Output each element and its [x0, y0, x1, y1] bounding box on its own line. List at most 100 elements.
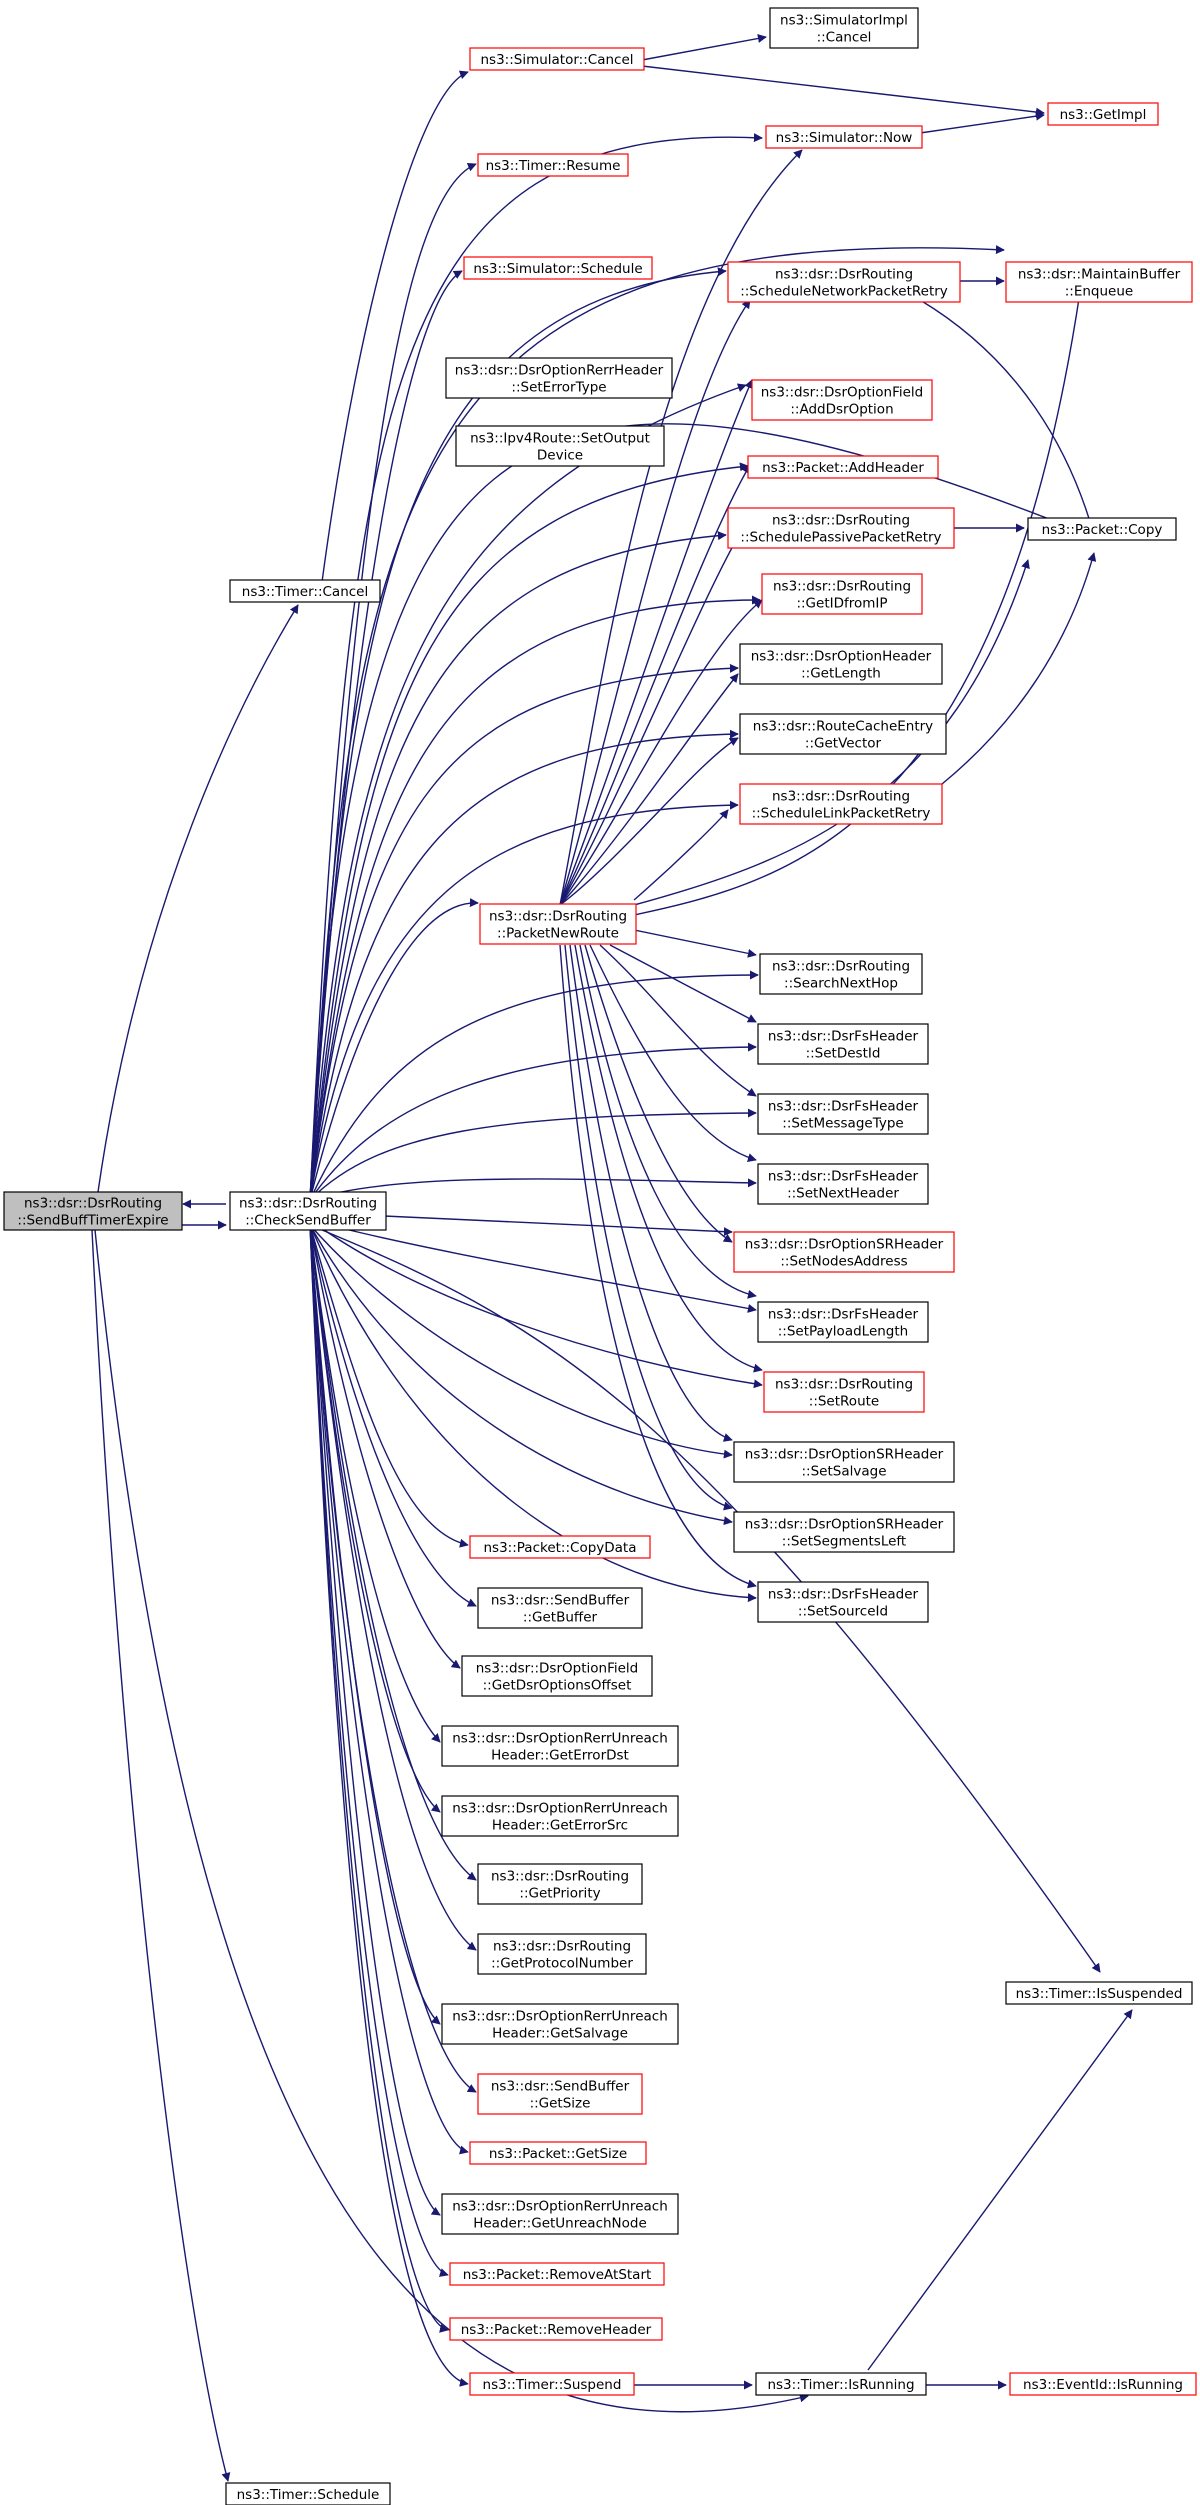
edge	[574, 944, 763, 1373]
node-label: ::SetNextHeader	[787, 1186, 899, 1202]
edge	[309, 729, 739, 1201]
node-get-impl[interactable]: ns3::GetImpl	[1047, 102, 1159, 126]
node-rerr-set-error-type[interactable]: ns3::dsr::DsrOptionRerrHeader::SetErrorT…	[445, 357, 673, 399]
node-label: Device	[537, 448, 583, 464]
node-simulator-schedule[interactable]: ns3::Simulator::Schedule	[463, 256, 653, 280]
node-box	[445, 357, 673, 399]
node-eventid-is-running[interactable]: ns3::EventId::IsRunning	[1009, 2372, 1197, 2396]
node-label: ns3::dsr::DsrFsHeader	[768, 1307, 919, 1323]
node-check-send-buffer[interactable]: ns3::dsr::DsrRouting::CheckSendBuffer	[229, 1191, 387, 1231]
node-timer-is-running[interactable]: ns3::Timer::IsRunning	[755, 2372, 927, 2396]
node-packet-add-header[interactable]: ns3::Packet::AddHeader	[747, 455, 939, 479]
node-timer-suspend[interactable]: ns3::Timer::Suspend	[469, 2372, 635, 2396]
node-schedule-network-packet-retry[interactable]: ns3::dsr::DsrRouting::ScheduleNetworkPac…	[727, 261, 961, 303]
node-sr-set-segments-left[interactable]: ns3::dsr::DsrOptionSRHeader::SetSegments…	[733, 1511, 955, 1553]
node-label: ::SchedulePassivePacketRetry	[740, 530, 941, 546]
node-box	[469, 1535, 651, 1559]
node-schedule-link-packet-retry[interactable]: ns3::dsr::DsrRouting::ScheduleLinkPacket…	[739, 783, 943, 825]
edge	[579, 944, 757, 1299]
edge	[559, 299, 751, 906]
node-packet-copy-data[interactable]: ns3::Packet::CopyData	[469, 1535, 651, 1559]
node-send-buffer-get-buffer[interactable]: ns3::dsr::SendBuffer::GetBuffer	[477, 1587, 643, 1629]
edge	[309, 270, 463, 1201]
node-simulatorimpl-cancel[interactable]: ns3::SimulatorImpl::Cancel	[769, 7, 919, 49]
function-nodes: ns3::dsr::DsrRouting::SendBuffTimerExpir…	[3, 7, 1197, 2505]
node-label: ns3::Timer::Suspend	[483, 2377, 622, 2393]
node-box	[477, 153, 629, 177]
node-label: ns3::Simulator::Cancel	[480, 52, 633, 68]
node-label: ns3::dsr::DsrRouting	[24, 1196, 162, 1212]
edge	[309, 1042, 757, 1201]
edge	[559, 529, 743, 906]
edge	[559, 379, 753, 906]
node-label: ns3::dsr::DsrRouting	[775, 1377, 913, 1393]
edge	[559, 673, 739, 906]
node-fs-set-next-header[interactable]: ns3::dsr::DsrFsHeader::SetNextHeader	[757, 1163, 929, 1205]
node-timer-schedule[interactable]: ns3::Timer::Schedule	[225, 2482, 391, 2505]
node-label: ::SetSalvage	[802, 1464, 887, 1480]
edge	[309, 133, 763, 1201]
node-label: ns3::dsr::DsrFsHeader	[768, 1099, 919, 1115]
node-timer-is-suspended[interactable]: ns3::Timer::IsSuspended	[1005, 1981, 1193, 2005]
node-label: ns3::Ipv4Route::SetOutput	[470, 431, 650, 447]
node-packet-get-size[interactable]: ns3::Packet::GetSize	[469, 2141, 647, 2165]
node-fs-set-message-type[interactable]: ns3::dsr::DsrFsHeader::SetMessageType	[757, 1093, 929, 1135]
node-schedule-passive-packet-retry[interactable]: ns3::dsr::DsrRouting::SchedulePassivePac…	[727, 507, 955, 549]
node-box	[441, 1725, 679, 1767]
node-box	[441, 2003, 679, 2045]
node-simulator-now[interactable]: ns3::Simulator::Now	[765, 125, 923, 149]
node-option-header-get-length[interactable]: ns3::dsr::DsrOptionHeader::GetLength	[739, 643, 943, 685]
node-packet-remove-header[interactable]: ns3::Packet::RemoveHeader	[449, 2317, 663, 2341]
node-routing-get-protocol-number[interactable]: ns3::dsr::DsrRouting::GetProtocolNumber	[477, 1933, 647, 1975]
node-rerr-unreach-get-salvage[interactable]: ns3::dsr::DsrOptionRerrUnreachHeader::Ge…	[441, 2003, 679, 2045]
node-send-buffer-get-size[interactable]: ns3::dsr::SendBuffer::GetSize	[477, 2073, 643, 2115]
node-label: ns3::Simulator::Now	[776, 130, 913, 146]
node-label: ns3::dsr::DsrRouting	[491, 1869, 629, 1885]
node-label: ::PacketNewRoute	[497, 926, 619, 942]
node-simulator-cancel[interactable]: ns3::Simulator::Cancel	[469, 47, 645, 71]
node-box	[727, 261, 961, 303]
node-label: ::ScheduleNetworkPacketRetry	[740, 284, 948, 300]
node-label: ns3::SimulatorImpl	[780, 13, 908, 29]
node-label: ::SetSegmentsLeft	[782, 1534, 906, 1550]
node-fs-set-dest-id[interactable]: ns3::dsr::DsrFsHeader::SetDestId	[757, 1023, 929, 1065]
node-routing-get-priority[interactable]: ns3::dsr::DsrRouting::GetPriority	[477, 1863, 643, 1905]
edge	[309, 245, 1005, 1201]
node-route-cache-entry-get-vector[interactable]: ns3::dsr::RouteCacheEntry::GetVector	[739, 713, 947, 755]
node-label: ns3::GetImpl	[1060, 107, 1147, 123]
node-routing-set-route[interactable]: ns3::dsr::DsrRouting::SetRoute	[763, 1371, 925, 1413]
node-rerr-unreach-get-unreach-node[interactable]: ns3::dsr::DsrOptionRerrUnreachHeader::Ge…	[441, 2193, 679, 2235]
node-get-id-from-ip[interactable]: ns3::dsr::DsrRouting::GetIDfromIP	[761, 573, 923, 615]
node-maintain-buffer-enqueue[interactable]: ns3::dsr::MaintainBuffer::Enqueue	[1005, 261, 1193, 303]
node-label: ns3::dsr::DsrRouting	[489, 909, 627, 925]
edge	[309, 898, 479, 1201]
edge	[559, 464, 751, 906]
node-packet-copy[interactable]: ns3::Packet::Copy	[1027, 517, 1177, 541]
node-rerr-unreach-get-error-src[interactable]: ns3::dsr::DsrOptionRerrUnreachHeader::Ge…	[441, 1795, 679, 1837]
node-packet-new-route[interactable]: ns3::dsr::DsrRouting::PacketNewRoute	[479, 903, 637, 945]
node-timer-cancel[interactable]: ns3::Timer::Cancel	[229, 579, 381, 603]
node-timer-resume[interactable]: ns3::Timer::Resume	[477, 153, 629, 177]
edge	[309, 1224, 461, 1669]
node-label: ::GetIDfromIP	[796, 596, 887, 612]
node-search-next-hop[interactable]: ns3::dsr::DsrRouting::SearchNextHop	[759, 953, 923, 995]
node-fs-set-source-id[interactable]: ns3::dsr::DsrFsHeader::SetSourceId	[757, 1581, 929, 1623]
node-label: ns3::Timer::Resume	[486, 158, 621, 174]
node-packet-remove-at-start[interactable]: ns3::Packet::RemoveAtStart	[449, 2262, 665, 2286]
node-rerr-unreach-get-error-dst[interactable]: ns3::dsr::DsrOptionRerrUnreachHeader::Ge…	[441, 1725, 679, 1767]
node-sr-set-nodes-address[interactable]: ns3::dsr::DsrOptionSRHeader::SetNodesAdd…	[733, 1231, 955, 1273]
node-label: ns3::dsr::DsrOptionRerrHeader	[455, 363, 664, 379]
node-get-dsr-options-offset[interactable]: ns3::dsr::DsrOptionField::GetDsrOptionsO…	[461, 1655, 653, 1697]
node-add-dsr-option[interactable]: ns3::dsr::DsrOptionField::AddDsrOption	[751, 379, 933, 421]
edge	[97, 604, 299, 1193]
node-label: ns3::Timer::Cancel	[242, 584, 368, 600]
edge	[309, 462, 749, 1201]
node-label: ::GetVector	[805, 736, 882, 752]
edge	[919, 111, 1045, 134]
node-box	[759, 953, 923, 995]
node-label: Header::GetUnreachNode	[473, 2216, 647, 2232]
node-fs-set-payload-length[interactable]: ns3::dsr::DsrFsHeader::SetPayloadLength	[757, 1301, 929, 1343]
node-sr-set-salvage[interactable]: ns3::dsr::DsrOptionSRHeader::SetSalvage	[733, 1441, 955, 1483]
edge	[559, 737, 739, 906]
